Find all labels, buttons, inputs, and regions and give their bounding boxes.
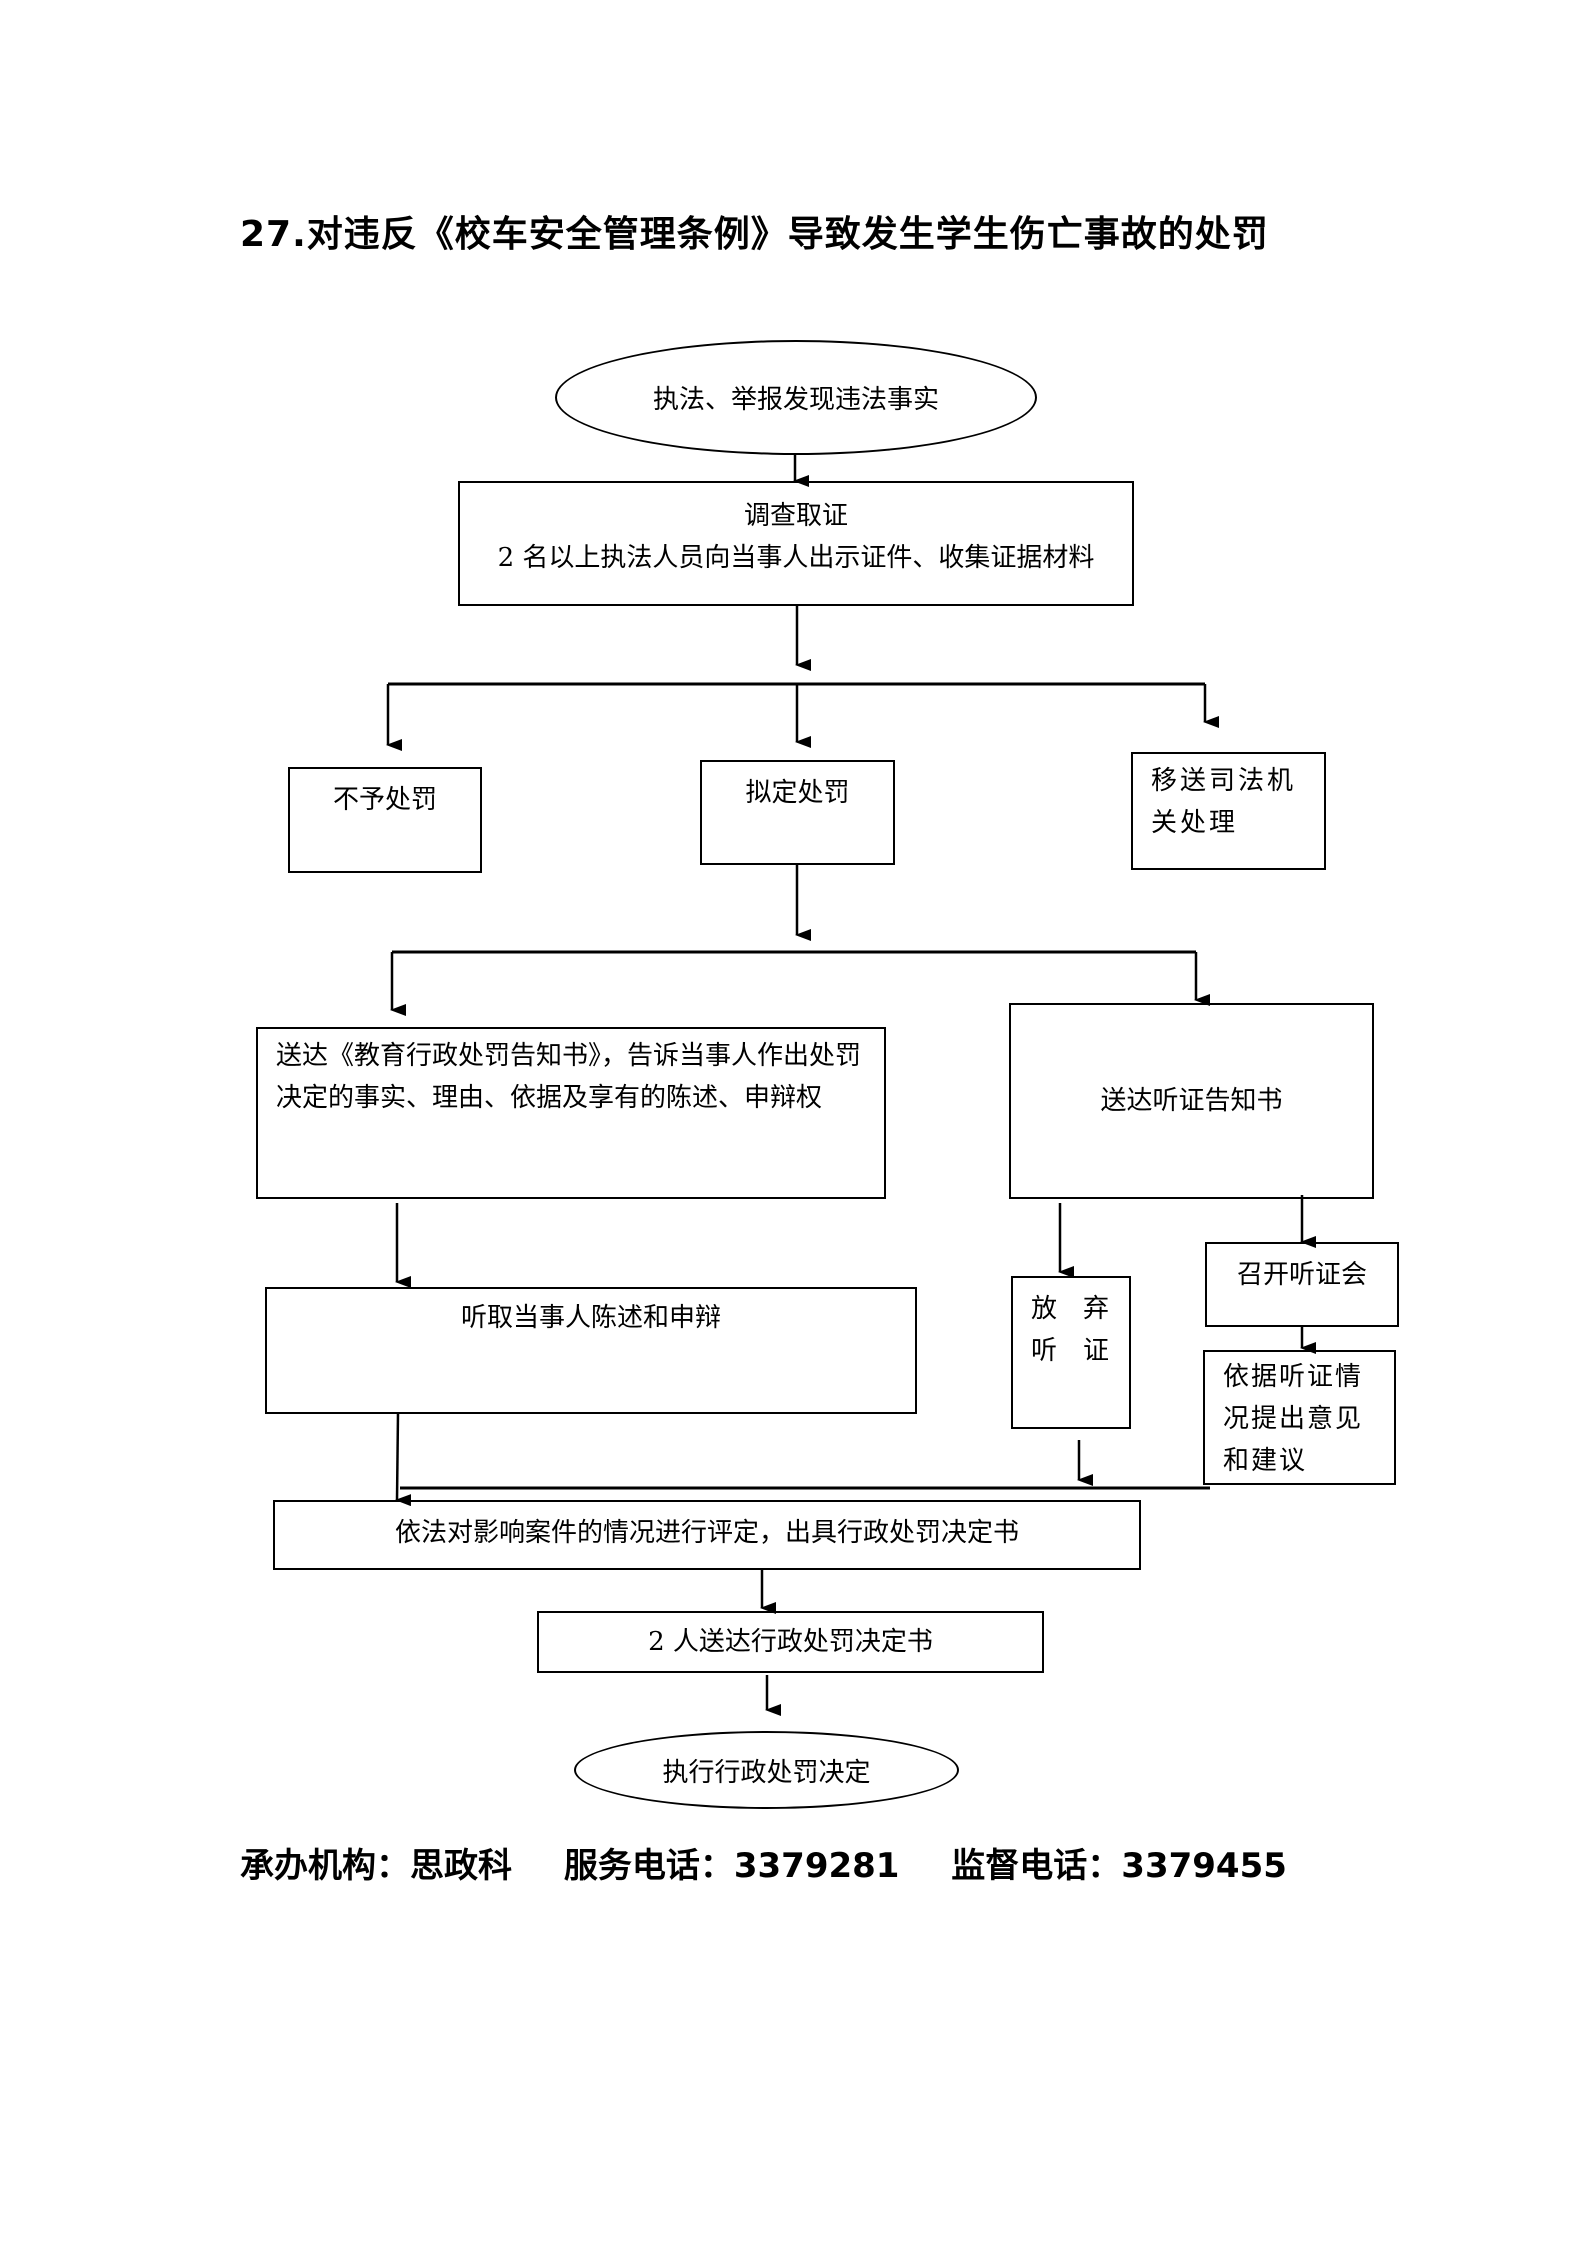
waive-hearing-box: 放 弃 听 证 (1011, 1276, 1131, 1429)
page-title: 27.对违反《校车安全管理条例》导致发生学生伤亡事故的处罚 (240, 214, 1269, 255)
decision-box: 依法对影响案件的情况进行评定，出具行政处罚决定书 (273, 1500, 1141, 1570)
notice-hearing-box: 送达听证告知书 (1009, 1003, 1374, 1199)
footer-service-phone: 服务电话：3379281 (563, 1846, 900, 1886)
investigate-box: 调查取证 2 名以上执法人员向当事人出示证件、收集证据材料 (458, 481, 1134, 606)
arrow-listen-to-decision (395, 1412, 412, 1507)
footer-org: 承办机构：思政科 (240, 1846, 512, 1886)
notice-penalty-box: 送达《教育行政处罚告知书》，告诉当事人作出处罚决定的事实、理由、依据及享有的陈述… (256, 1027, 886, 1199)
transfer-judicial-box: 移送司法机关处理 (1131, 752, 1326, 870)
hold-hearing-label: 召开听证会 (1236, 1260, 1367, 1290)
investigate-detail: 2 名以上执法人员向当事人出示证件、收集证据材料 (497, 543, 1095, 573)
hearing-opinion-label: 依据听证情况提出意见和建议 (1223, 1362, 1364, 1476)
deliver-decision-label: 2 人送达行政处罚决定书 (648, 1627, 933, 1657)
footer-supervise-phone: 监督电话：3379455 (951, 1846, 1287, 1886)
execute-label: 执行行政处罚决定 (662, 1757, 871, 1788)
propose-penalty-box: 拟定处罚 (700, 760, 895, 865)
propose-penalty-label: 拟定处罚 (745, 778, 850, 808)
waive-hearing-line2: 听 证 (1031, 1336, 1110, 1366)
listen-statement-box: 听取当事人陈述和申辩 (265, 1287, 917, 1414)
start-label: 执法、举报发现违法事实 (652, 385, 939, 415)
deliver-decision-box: 2 人送达行政处罚决定书 (537, 1611, 1044, 1673)
hearing-opinion-box: 依据听证情况提出意见和建议 (1203, 1350, 1396, 1485)
waive-hearing-line1: 放 弃 (1031, 1294, 1110, 1324)
investigate-title: 调查取证 (743, 501, 848, 531)
notice-hearing-label: 送达听证告知书 (1100, 1086, 1283, 1116)
start-node: 执法、举报发现违法事实 (555, 340, 1037, 455)
no-penalty-box: 不予处罚 (288, 767, 482, 873)
execute-node: 执行行政处罚决定 (574, 1731, 959, 1809)
listen-statement-label: 听取当事人陈述和申辩 (460, 1303, 721, 1333)
hold-hearing-box: 召开听证会 (1205, 1242, 1399, 1327)
transfer-judicial-label: 移送司法机关处理 (1151, 766, 1297, 838)
decision-label: 依法对影响案件的情况进行评定，出具行政处罚决定书 (394, 1518, 1019, 1548)
notice-penalty-label: 送达《教育行政处罚告知书》，告诉当事人作出处罚决定的事实、理由、依据及享有的陈述… (276, 1041, 862, 1113)
no-penalty-label: 不予处罚 (332, 785, 437, 815)
footer: 承办机构：思政科 服务电话：3379281 监督电话：3379455 (240, 1838, 1327, 1887)
